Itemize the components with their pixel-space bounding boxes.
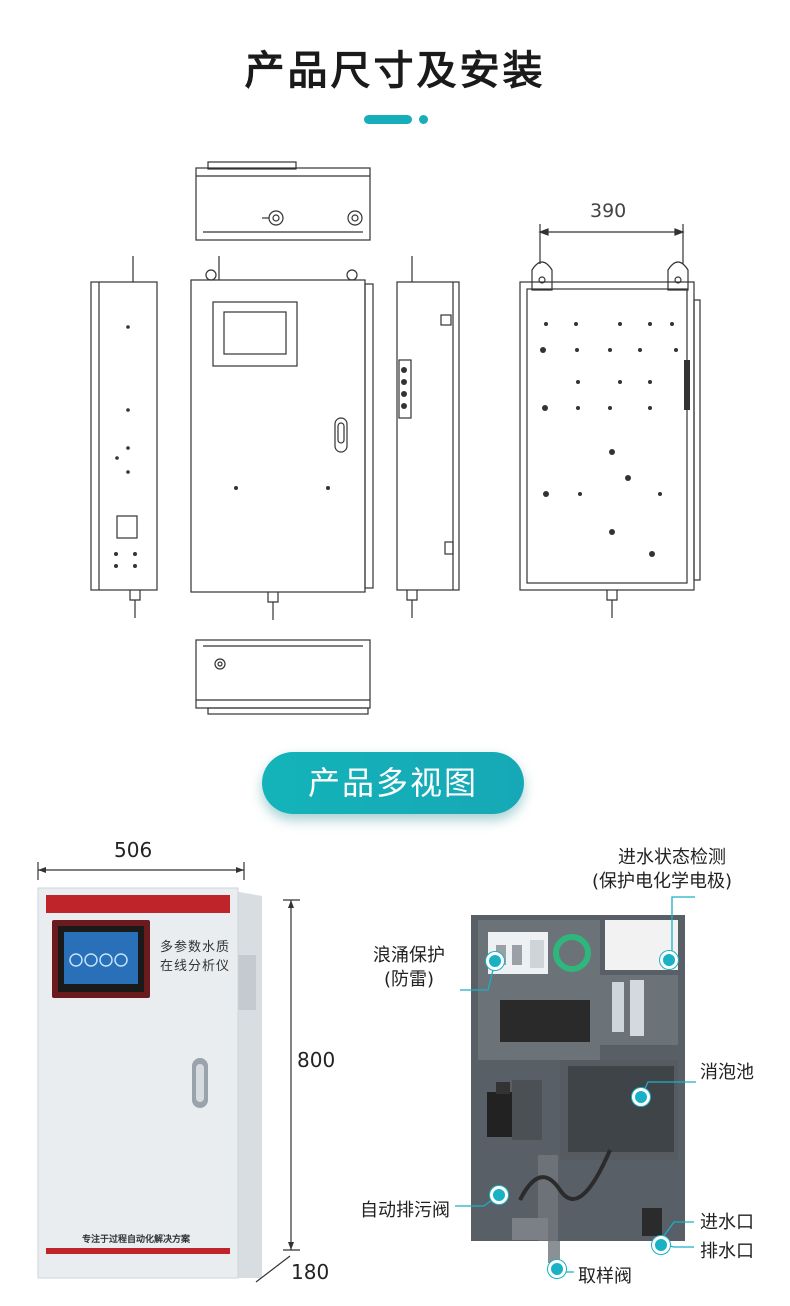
- cabinet-slogan: 专注于过程自动化解决方案: [82, 1235, 191, 1245]
- section-pill: 产品多视图: [262, 752, 524, 814]
- callout-dot-defoam: [632, 1088, 650, 1106]
- cabinet-width-dimension: 506: [114, 838, 153, 862]
- surge-label: 浪涌保护 (防雷): [373, 944, 445, 992]
- cabinet-depth-dimension: 180: [291, 1260, 330, 1284]
- callout-dot-water-status: [660, 951, 678, 969]
- callout-dot-surge: [486, 952, 504, 970]
- callout-dot-auto-drain: [490, 1186, 508, 1204]
- cabinet-label-line2: 在线分析仪: [160, 959, 231, 974]
- cabinet-dimension-lines: [37, 862, 300, 1283]
- water-status-line2: (保护电化学电极): [592, 871, 733, 892]
- inlet-label: 进水口: [700, 1212, 754, 1233]
- water-status-line1: 进水状态检测: [618, 847, 727, 868]
- bottom-view-drawing: [195, 639, 371, 715]
- cabinet-height-dimension: 800: [297, 1048, 336, 1072]
- sampling-label: 取样阀: [578, 1266, 632, 1287]
- cabinet-illustration: [37, 887, 262, 1279]
- back-width-dimension: 390: [590, 200, 627, 222]
- top-view-drawing: [195, 161, 371, 241]
- surge-line1: 浪涌保护: [373, 945, 445, 966]
- callout-dot-inlet-outlet: [652, 1236, 670, 1254]
- auto-drain-label: 自动排污阀: [360, 1200, 450, 1221]
- right-side-view-drawing: [396, 256, 460, 618]
- back-view-drawing: [519, 224, 701, 618]
- defoam-label: 消泡池: [700, 1062, 754, 1083]
- water-status-label: 进水状态检测 (保护电化学电极): [592, 846, 732, 894]
- front-view-drawing: [190, 256, 374, 620]
- outlet-label: 排水口: [700, 1241, 754, 1262]
- panel-illustration: [471, 915, 685, 1263]
- surge-line2: (防雷): [383, 969, 435, 990]
- cabinet-label: 多参数水质 在线分析仪: [160, 938, 230, 976]
- cabinet-label-line1: 多参数水质: [160, 940, 231, 955]
- callout-dot-sampling: [548, 1260, 566, 1278]
- left-side-view-drawing: [90, 256, 158, 618]
- page-title: 产品尺寸及安装: [244, 48, 546, 94]
- title-accent-dot: [419, 115, 428, 124]
- title-accent-bar: [364, 115, 412, 124]
